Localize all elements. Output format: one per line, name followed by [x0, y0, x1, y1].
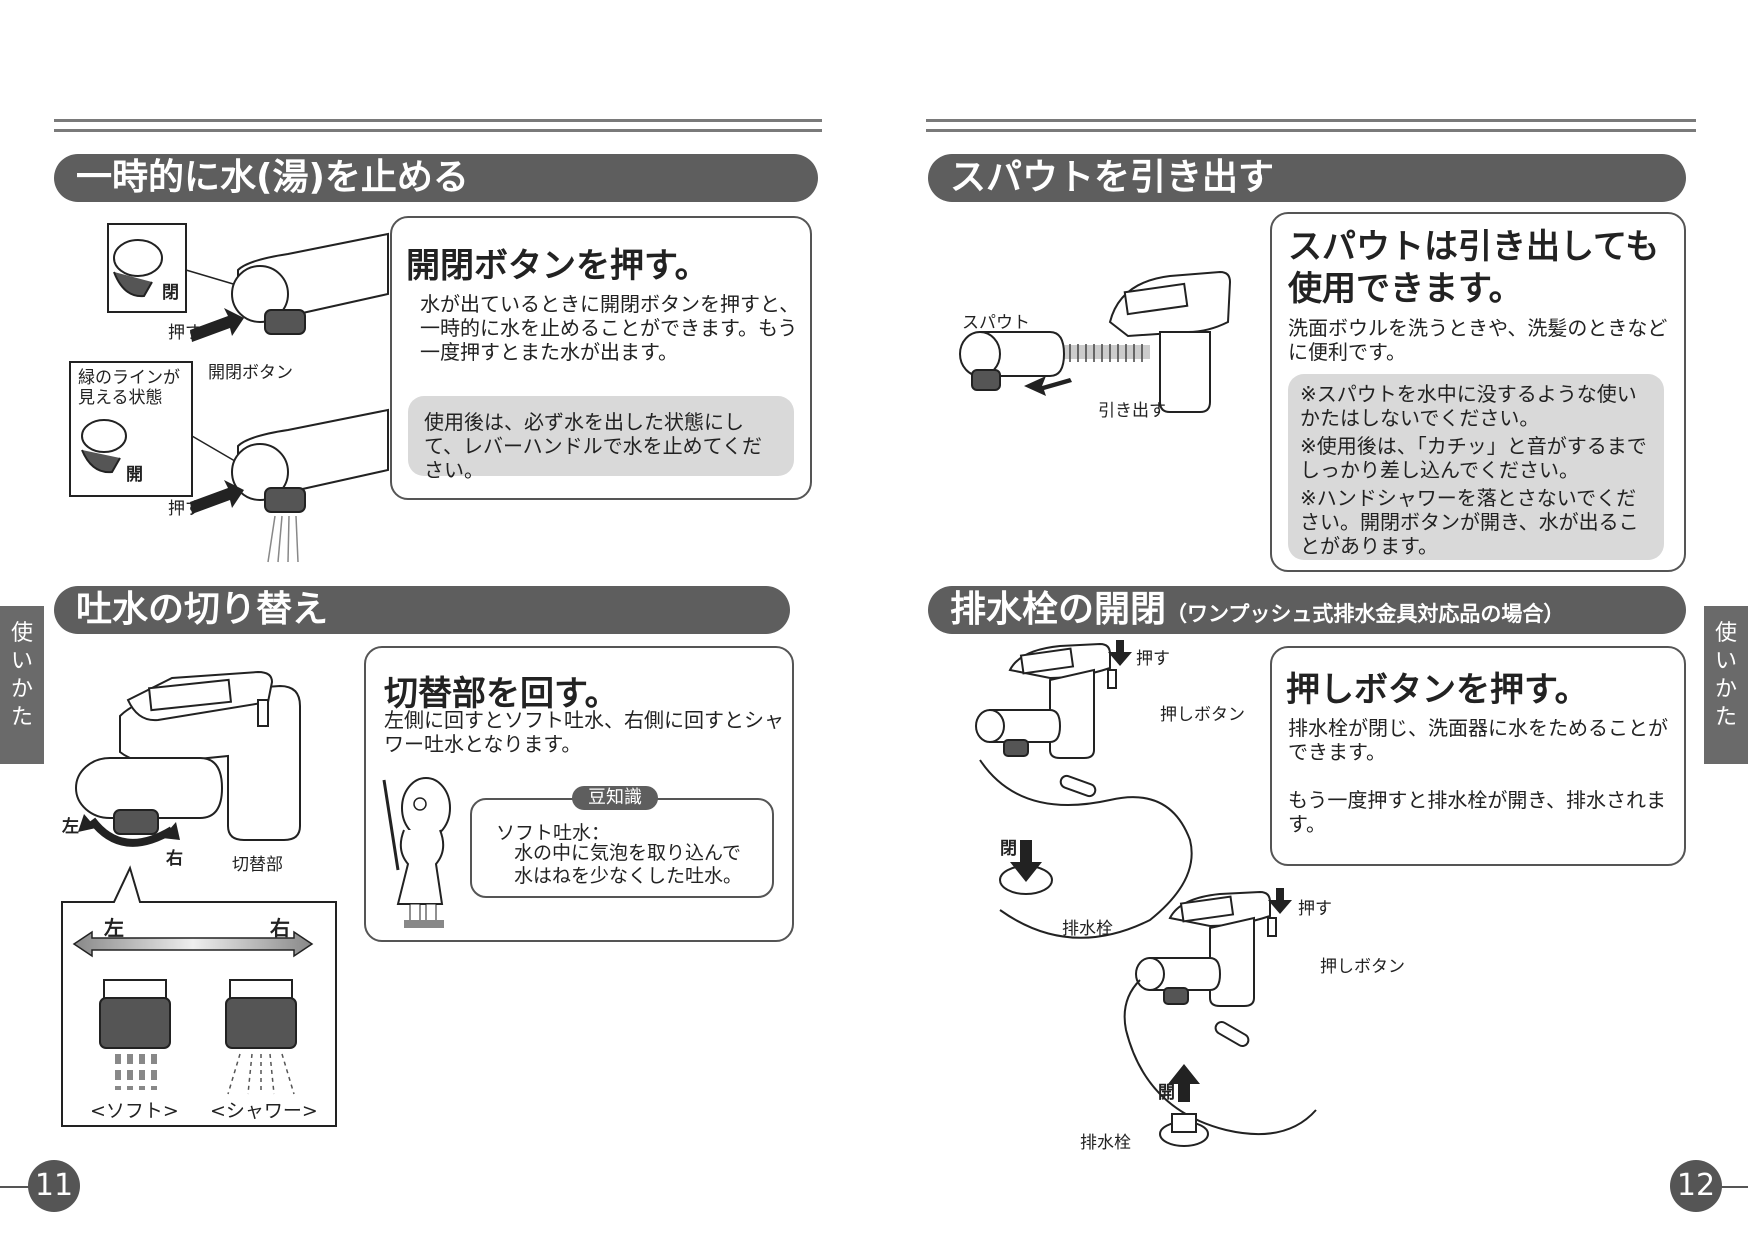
- drain-open-illustration: [1123, 888, 1317, 1147]
- section-heading-pull-spout: スパウトを引き出す: [928, 154, 1686, 202]
- push-label: 押す: [168, 323, 202, 343]
- section-heading-stop-water: 一時的に水(湯)を止める: [54, 154, 818, 202]
- push-label: 押す: [1136, 649, 1170, 669]
- notes-box: ※スパウトを水中に没するような使いかたはしないでください。 ※使用後は、「カチッ…: [1288, 374, 1664, 560]
- tip-badge: 豆知識: [572, 786, 658, 810]
- heading-main: 排水栓の開閉: [950, 589, 1167, 630]
- heading-sub: （ワンプッシュ式排水金具対応品の場合）: [1166, 602, 1565, 626]
- tip-box: 豆知識 ソフト吐水： 水の中に気泡を取り込んで水はねを少なくした吐水。: [470, 786, 774, 898]
- card-text-1: 排水栓が閉じ、洗面器に水をためることができます。: [1288, 716, 1668, 764]
- card-title: スパウトは引き出しても使用できます。: [1288, 227, 1660, 309]
- drain-close-illustration: [975, 640, 1193, 939]
- push-button-label-2: 押しボタン: [1320, 957, 1405, 977]
- top-rule: [926, 119, 1696, 122]
- compare-left-label: 左: [104, 916, 124, 940]
- card-push-button: 押しボタンを押す。 排水栓が閉じ、洗面器に水をためることができます。 もう一度押…: [1270, 646, 1686, 866]
- drain-label-2: 排水栓: [1080, 1133, 1131, 1153]
- open-label: 開: [1158, 1083, 1175, 1103]
- pull-out-label: 引き出す: [1098, 401, 1166, 421]
- push-label-2: 押す: [168, 499, 202, 519]
- left-label: 左: [62, 817, 79, 837]
- card-title: 開閉ボタンを押す。: [406, 246, 709, 286]
- card-text: 洗面ボウルを洗うときや、洗髪のときなどに便利です。: [1288, 316, 1668, 364]
- right-label: 右: [166, 849, 183, 869]
- section-heading-drain: 排水栓の開閉（ワンプッシュ式排水金具対応品の場合）: [928, 586, 1686, 634]
- side-tab-usage: 使いかた: [1704, 606, 1748, 764]
- side-tab-usage: 使いかた: [0, 606, 44, 764]
- green-line-label: 緑のラインが見える状態: [78, 368, 180, 408]
- soft-shower-compare-illustration: [61, 865, 337, 1127]
- faucet-stop-illustration: [69, 223, 389, 563]
- soft-label: <ソフト>: [90, 1100, 179, 1122]
- drain-label: 排水栓: [1062, 919, 1113, 939]
- shower-label: <シャワー>: [210, 1100, 318, 1122]
- closed-label: 閉: [1000, 839, 1017, 859]
- page-number: 11: [28, 1160, 80, 1212]
- caution-note: 使用後は、必ず水を出した状態にして、レバーハンドルで水を止めてください。: [408, 396, 794, 482]
- open-close-button-label: 開閉ボタン: [208, 363, 293, 383]
- page-number-line: [1720, 1186, 1748, 1188]
- card-text-2: もう一度押すと排水栓が開き、排水されます。: [1288, 788, 1666, 836]
- open-label: 開: [126, 465, 143, 485]
- note-item: ※スパウトを水中に没するような使いかたはしないでください。: [1300, 382, 1637, 430]
- card-text: 水が出ているときに開閉ボタンを押すと、一時的に水を止めることができます。もう一度…: [420, 292, 800, 364]
- push-button-label: 押しボタン: [1160, 705, 1245, 725]
- page-number: 12: [1670, 1160, 1722, 1212]
- top-rule: [926, 129, 1696, 132]
- card-spout-pull: スパウトは引き出しても使用できます。 洗面ボウルを洗うときや、洗髪のときなどに便…: [1270, 212, 1686, 572]
- top-rule: [54, 129, 822, 132]
- compare-right-label: 右: [270, 916, 290, 940]
- closed-label: 閉: [162, 283, 179, 303]
- tip-text: 水の中に気泡を取り込んで水はねを少なくした吐水。: [514, 842, 743, 887]
- note-item: ※使用後は、「カチッ」と音がするまでしっかり差し込んでください。: [1300, 434, 1647, 482]
- spout-label: スパウト: [962, 313, 1030, 333]
- note-item: ※ハンドシャワーを落とさないでください。開閉ボタンが開き、水が出ることがあります…: [1300, 486, 1639, 558]
- section-heading-switch-flow: 吐水の切り替え: [54, 586, 790, 634]
- card-text: 左側に回すとソフト吐水、右側に回すとシャワー吐水となります。: [384, 708, 784, 756]
- card-title: 切替部を回す。: [384, 674, 619, 714]
- switch-part-label: 切替部: [232, 855, 283, 875]
- top-rule: [54, 119, 822, 122]
- card-title: 押しボタンを押す。: [1286, 670, 1589, 710]
- card-open-close-button: 開閉ボタンを押す。 水が出ているときに開閉ボタンを押すと、一時的に水を止めること…: [390, 216, 812, 500]
- tip-title: ソフト吐水：: [496, 822, 611, 844]
- professor-illustration: [382, 777, 451, 928]
- spout-pull-illustration: [959, 270, 1232, 413]
- page-number-line: [0, 1186, 30, 1188]
- faucet-switch-illustration: [75, 670, 301, 847]
- push-label-2: 押す: [1298, 899, 1332, 919]
